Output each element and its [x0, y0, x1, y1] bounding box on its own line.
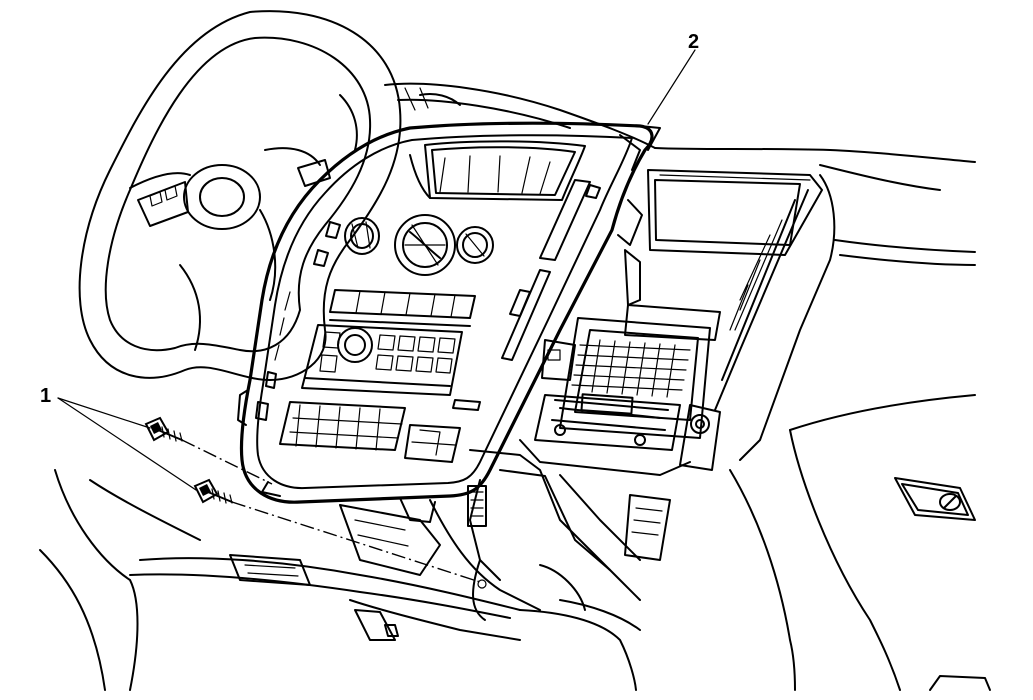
fastener-lower	[193, 478, 233, 504]
radio-control-panel	[301, 324, 463, 396]
lower-console	[129, 449, 671, 621]
knob-left	[344, 217, 380, 255]
callout-1-label: 1	[40, 385, 51, 407]
passenger-dash	[729, 394, 991, 691]
fastener-upper	[144, 416, 183, 442]
steering-wheel	[78, 10, 402, 381]
display-opening	[409, 140, 586, 201]
climate-control-panel	[279, 401, 461, 463]
fastener-alignment-lines	[181, 439, 481, 583]
bezel-side-slots	[255, 179, 601, 421]
radio-grille	[571, 339, 691, 398]
center-bezel	[237, 121, 661, 523]
knob-center	[394, 214, 456, 276]
center-stack-cavity	[519, 169, 836, 476]
upper-button-strip	[329, 289, 476, 327]
driver-lower-trim	[39, 469, 641, 691]
leader-lines	[57, 49, 696, 491]
knob-right	[456, 226, 494, 264]
dashboard-upper-edge	[384, 82, 976, 266]
callout-2-label: 2	[688, 31, 699, 53]
